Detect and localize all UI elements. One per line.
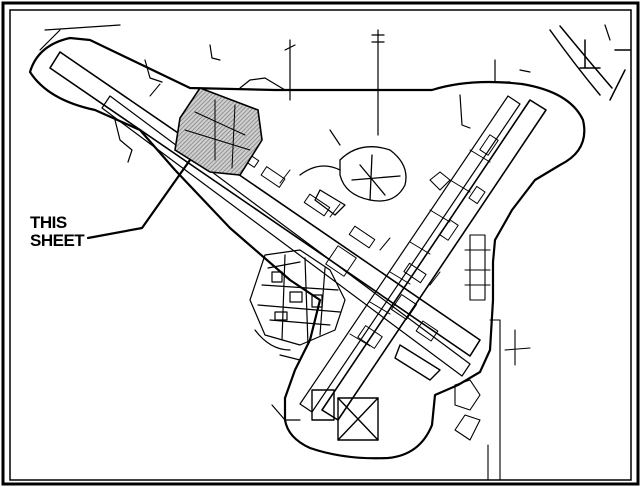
south-hangar (311, 344, 441, 441)
drainage-lines (39, 24, 611, 163)
highlighted-sheet-area (174, 87, 263, 176)
taxiway-parallel-1 (101, 95, 471, 377)
east-structures (429, 171, 531, 481)
this-sheet-callout: THIS SHEET (30, 214, 110, 250)
callout-leader-line (86, 158, 192, 240)
callout-line-2: SHEET (30, 231, 85, 250)
roads (549, 25, 631, 101)
highlighted-sheet-detail (184, 99, 251, 169)
runway-northwest-southeast (49, 51, 481, 357)
terminal-apron (299, 146, 407, 216)
callout-line-1: THIS (30, 213, 67, 232)
map-frame-inner (9, 9, 632, 481)
airport-boundary (28, 36, 586, 460)
southwest-buildings (249, 249, 346, 421)
